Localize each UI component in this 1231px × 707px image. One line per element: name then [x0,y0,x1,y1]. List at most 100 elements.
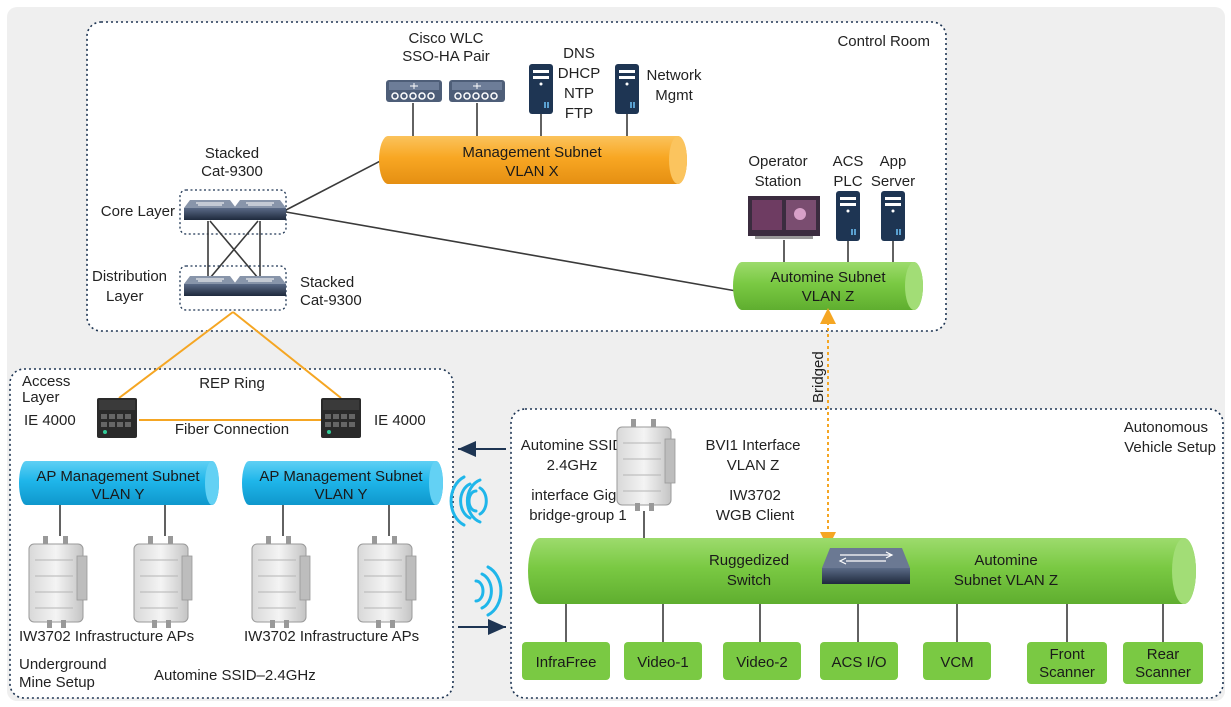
automine-pipe-label-1: Automine Subnet [770,269,886,286]
acs-plc: ACS PLC [833,153,863,241]
vehicle-ssid-label-1: Automine SSID [521,437,624,454]
server-icon-netmgmt [615,64,639,114]
server-icon-services [529,64,553,114]
wgb-ap-icon [616,418,676,512]
switch-label-1: Ruggedized [709,552,789,569]
device-label: InfraFree [536,654,597,671]
operator-monitor-icon [748,196,820,239]
wlc-label-2: SSO-HA Pair [402,48,490,65]
vehicle-subnet-label-1: Automine [974,552,1037,569]
vehicle-title-1: Autonomous [1124,419,1208,436]
device-label-1: Front [1049,646,1085,663]
core-stack: Stacked Cat-9300 Core Layer [101,145,287,235]
stacked-bottom-label-1: Stacked [300,274,354,291]
dist-stack-box [179,265,287,311]
wireless-link [449,441,506,635]
ap-pipe-left-label-1: AP Management Subnet [36,468,200,485]
device-rear-scanner: Rear Scanner [1123,642,1203,684]
link-core-automine [285,211,743,293]
vehicle-subnet-label-2: Subnet VLAN Z [954,572,1058,589]
server-icon-acs [836,191,860,241]
access-layer-label-1: Access [22,373,70,390]
mgmt-drop-lines [412,103,628,136]
ap-pipe-left-label-2: VLAN Y [91,486,144,503]
app-server-label-2: Server [871,173,915,190]
bridged-link: Bridged [810,308,836,548]
management-subnet-pipe: Management Subnet VLAN X [379,136,687,184]
device-label-1: Rear [1147,646,1180,663]
device-video-1: Video-1 [624,642,702,680]
ap-pipe-right: AP Management Subnet VLAN Y [242,461,443,505]
vehicle-iface-label-2: bridge-group 1 [529,507,627,524]
acs-plc-label-2: PLC [833,173,862,190]
stacked-bottom-label-2: Cat-9300 [300,292,362,309]
underground-setup-label-1: Underground [19,656,107,673]
device-label: ACS I/O [831,654,886,671]
distribution-label-2: Layer [106,288,144,305]
wlc-label-1: Cisco WLC [408,30,483,47]
ap-icon-3 [251,535,311,629]
services-server: DNS DHCP NTP FTP [529,45,600,122]
ap-drop-lines [59,505,390,536]
mgmt-pipe-label-1: Management Subnet [462,144,602,161]
ap-pipe-left: AP Management Subnet VLAN Y [19,461,219,505]
ap-pipe-right-label-2: VLAN Y [314,486,367,503]
stacked-top-label-2: Cat-9300 [201,163,263,180]
wgb-label-1: IW3702 [729,487,781,504]
device-label: Video-1 [637,654,688,671]
netmgmt-label-1: Network [646,67,702,84]
mgmt-pipe-label-2: VLAN X [505,163,558,180]
device-label: VCM [940,654,973,671]
vehicle-iface-label-1: interface Gig0 [531,487,624,504]
wifi-waves-right-icon [474,565,503,617]
ie4000-right-label: IE 4000 [374,412,426,429]
operator-label-1: Operator [748,153,807,170]
dist-switch-1-icon [183,275,237,297]
core-layer-label: Core Layer [101,203,175,220]
ie4000-right-icon [321,398,361,438]
automine-pipe-label-2: VLAN Z [802,288,855,305]
core-switch-1-icon [183,199,237,221]
app-server: App Server [871,153,915,241]
access-layer-label-2: Layer [22,389,60,406]
underground-ssid-label: Automine SSID–2.4GHz [154,667,316,684]
distribution-stack: Distribution Layer Stacked Cat-9300 [92,265,362,311]
ie4000-left-label: IE 4000 [24,412,76,429]
operator-label-2: Station [755,173,802,190]
services-label-2: DHCP [558,65,601,82]
core-switch-2-icon [233,199,287,221]
device-video-2: Video-2 [723,642,801,680]
wlc-icon-2 [448,79,506,103]
wlc-icon-1 [385,79,443,103]
device-drop-lines [565,604,1164,642]
control-room-title: Control Room [837,33,930,50]
bvi-label-1: BVI1 Interface [705,437,800,454]
core-dist-crosslinks [207,220,261,279]
bvi-label-2: VLAN Z [727,457,780,474]
services-label-3: NTP [564,85,594,102]
device-front-scanner: Front Scanner [1027,642,1107,684]
stacked-top-label-1: Stacked [205,145,259,162]
services-label-1: DNS [563,45,595,62]
device-label-2: Scanner [1135,664,1191,681]
rep-ring-lines [118,311,342,421]
device-infrafree: InfraFree [522,642,610,680]
rep-ring-label: REP Ring [199,375,265,392]
app-server-label-1: App [880,153,907,170]
ruggedized-switch-icon [822,548,910,584]
services-label-4: FTP [565,105,593,122]
operator-station: Operator Station [748,153,820,239]
netmgmt-server: Network Mgmt [615,64,702,114]
fiber-label: Fiber Connection [175,421,289,438]
ap-icon-1 [28,535,88,629]
device-vcm: VCM [923,642,991,680]
wgb-label-2: WGB Client [716,507,795,524]
bridged-label: Bridged [810,351,827,403]
automine-drop-lines [783,240,894,262]
vehicle-ssid-label-2: 2.4GHz [547,457,598,474]
distribution-label-1: Distribution [92,268,167,285]
switch-label-2: Switch [727,572,771,589]
aps-right-label: IW3702 Infrastructure APs [244,628,419,645]
